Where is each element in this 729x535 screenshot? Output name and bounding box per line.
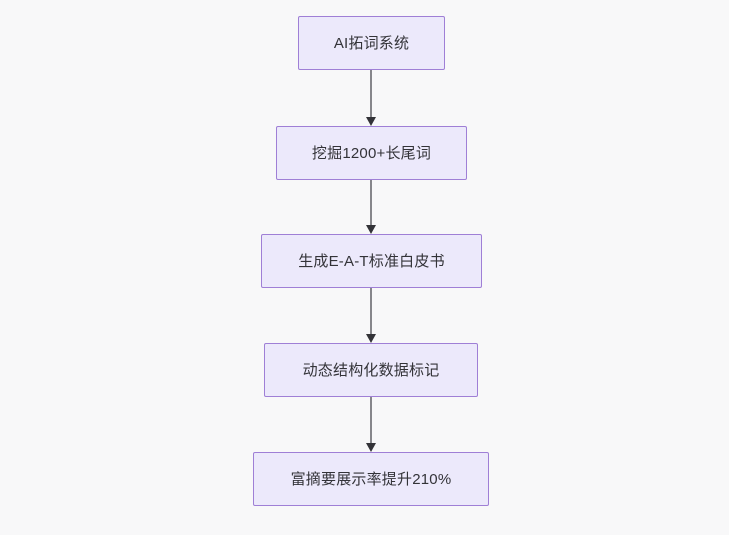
edge-node4-to-node5-arrowhead (366, 443, 376, 452)
flowchart-node-label: 挖掘1200+长尾词 (311, 144, 432, 162)
edge-node1-to-node2-arrowhead (366, 117, 376, 126)
flowchart-node-label: 动态结构化数据标记 (302, 361, 440, 379)
flowchart-node-dynamic-structured-data-markup[interactable]: 动态结构化数据标记 (264, 343, 478, 397)
flowchart-node-label: 富摘要展示率提升210% (290, 470, 452, 488)
flowchart-node-generate-eat-whitepaper[interactable]: 生成E-A-T标准白皮书 (261, 234, 482, 288)
flowchart-node-label: 生成E-A-T标准白皮书 (298, 252, 445, 270)
flowchart-node-mine-longtail-keywords[interactable]: 挖掘1200+长尾词 (276, 126, 467, 180)
flowchart-node-ai-keyword-expansion-system[interactable]: AI拓词系统 (298, 16, 445, 70)
flowchart-node-label: AI拓词系统 (333, 34, 410, 52)
edge-node3-to-node4-arrowhead (366, 334, 376, 343)
flowchart-node-rich-snippet-impression-lift[interactable]: 富摘要展示率提升210% (253, 452, 489, 506)
edge-node2-to-node3-arrowhead (366, 225, 376, 234)
